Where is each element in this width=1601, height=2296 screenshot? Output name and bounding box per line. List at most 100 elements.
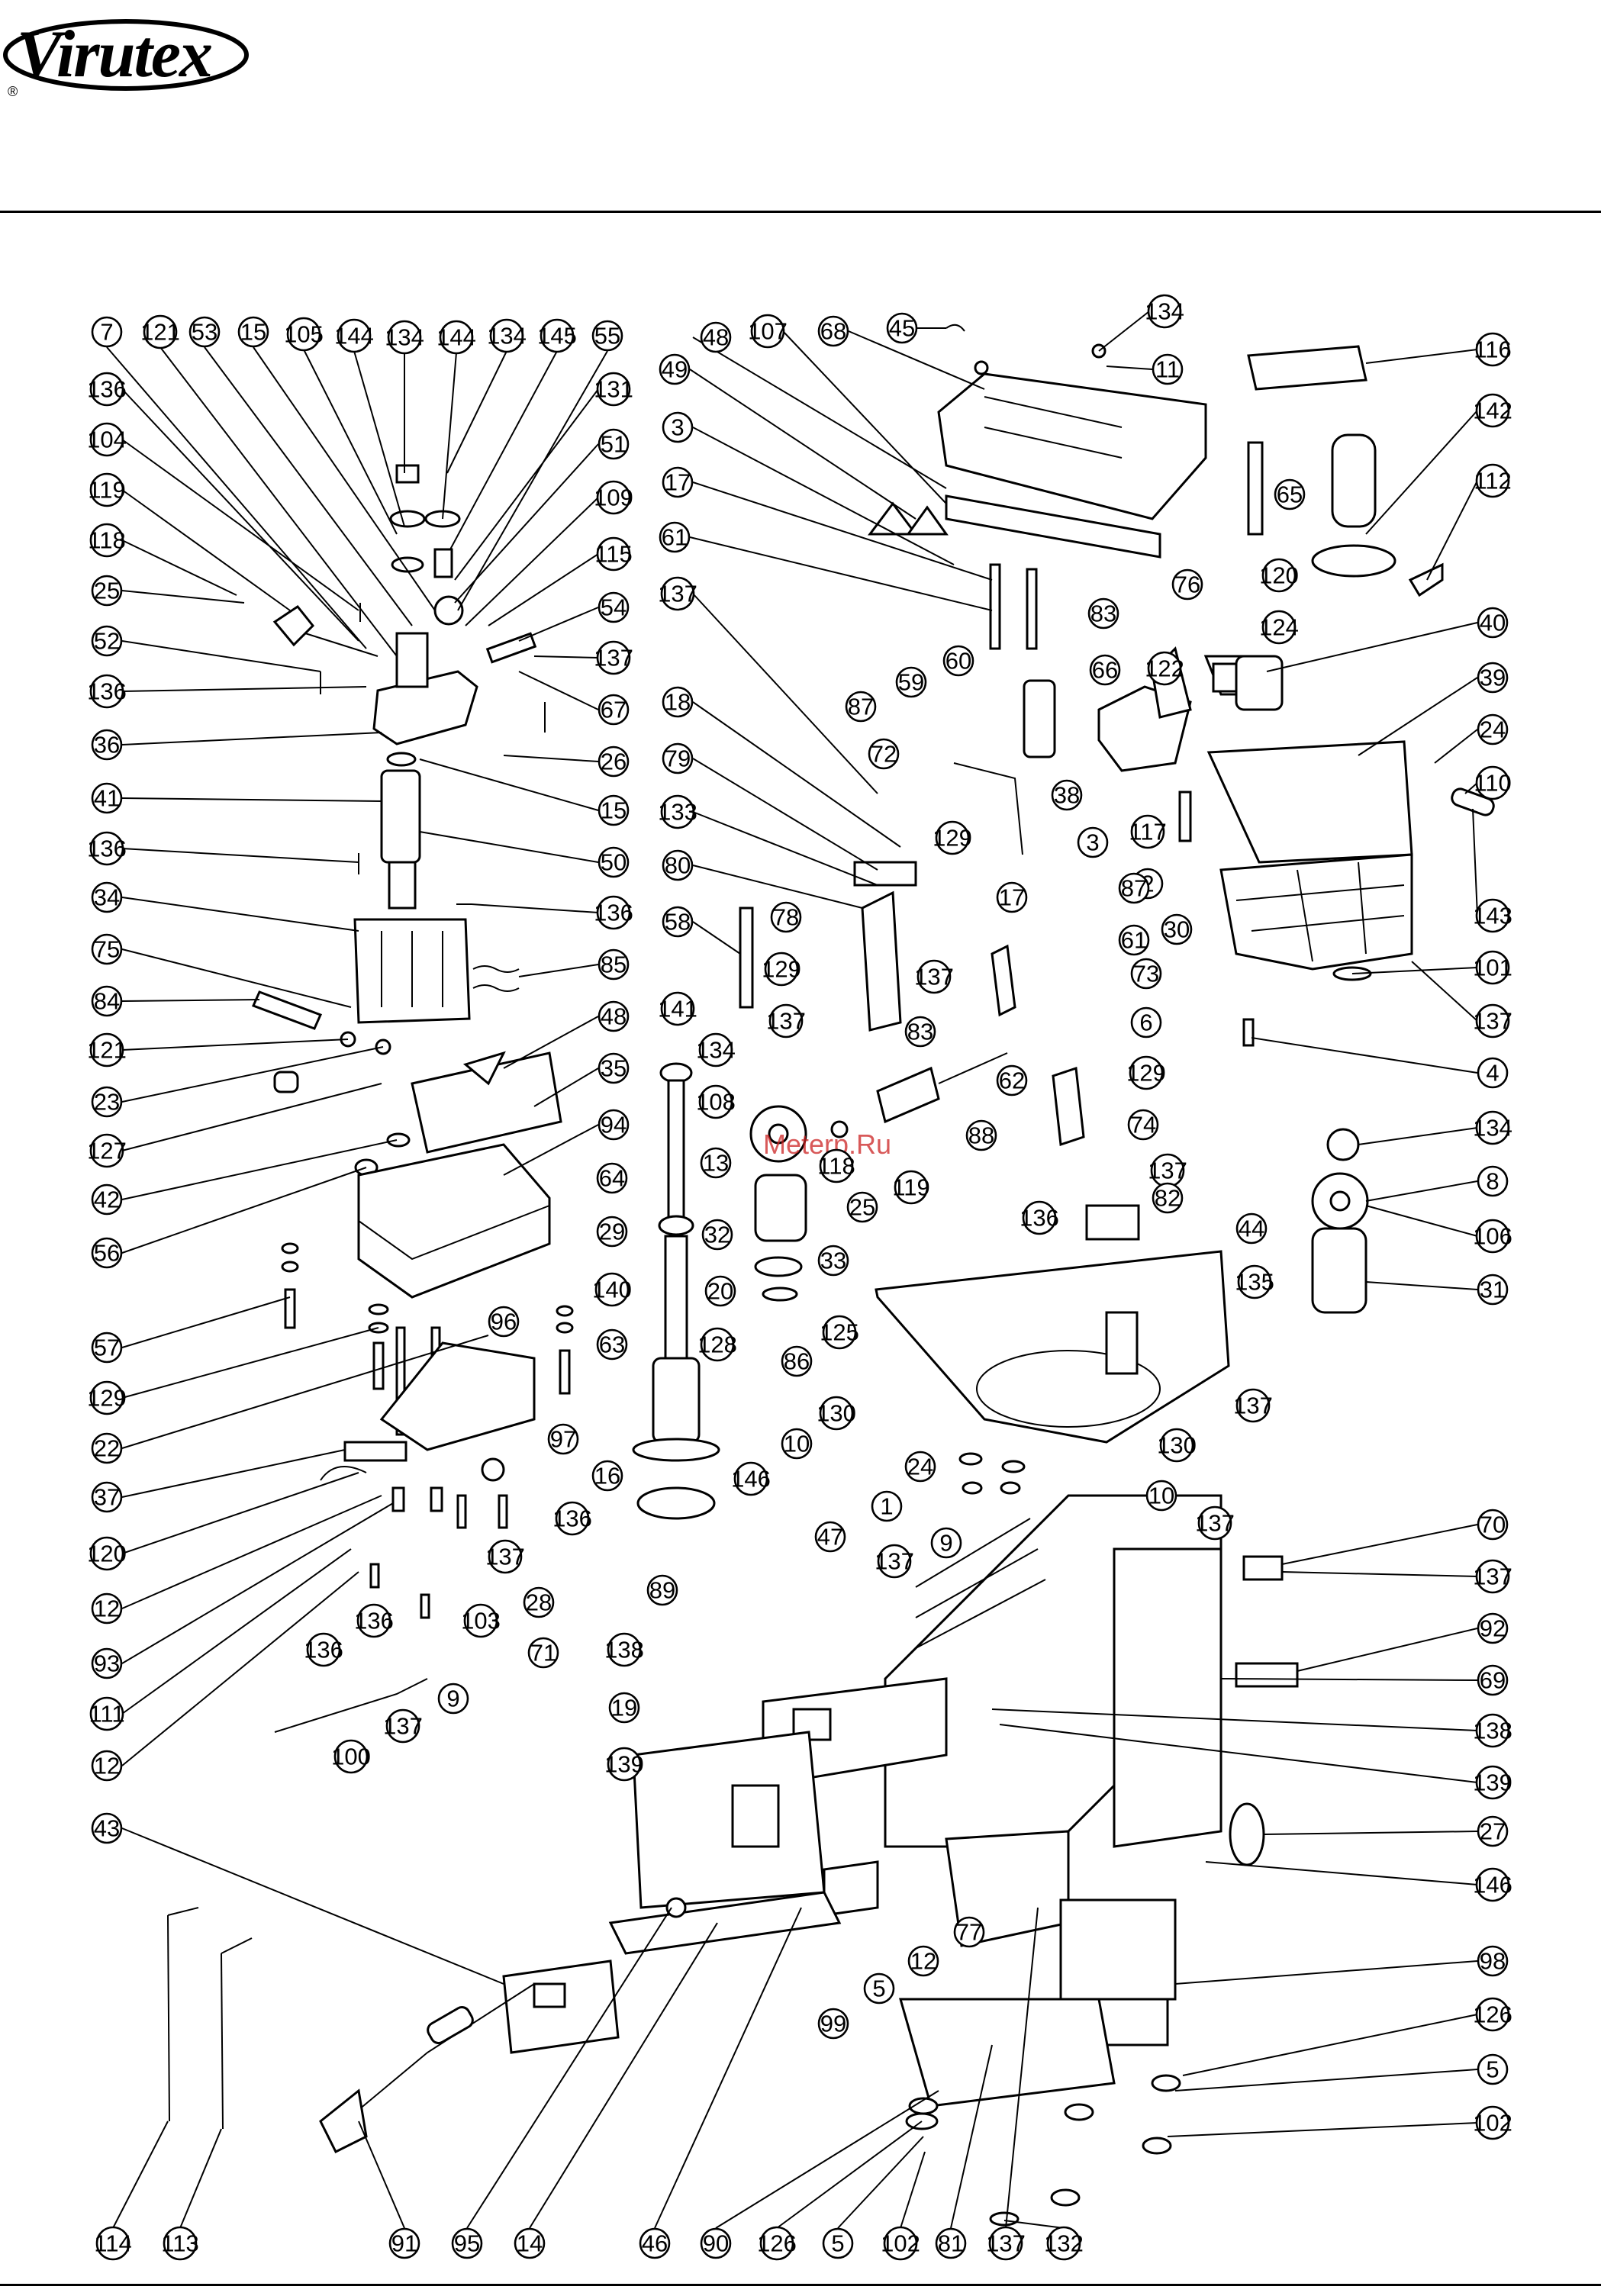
part-callout-42: 42 xyxy=(91,1183,123,1216)
part-callout-145: 145 xyxy=(537,318,577,353)
callout-number: 16 xyxy=(594,1463,620,1489)
washer-part xyxy=(281,1261,299,1273)
part-callout-121: 121 xyxy=(140,314,180,349)
connector-part xyxy=(430,1486,443,1512)
grid-line xyxy=(1251,915,1405,932)
part-callout-118: 118 xyxy=(88,523,126,558)
callout-number: 56 xyxy=(94,1240,120,1267)
spindle-flange-part xyxy=(632,1438,720,1462)
callout-number: 64 xyxy=(599,1165,625,1192)
allen-key-part xyxy=(167,1914,170,2122)
part-callout-130: 130 xyxy=(1157,1428,1197,1463)
part-callout-138: 138 xyxy=(604,1632,644,1667)
callout-number: 33 xyxy=(820,1248,846,1274)
part-callout-24: 24 xyxy=(1477,713,1509,745)
part-callout-136: 136 xyxy=(354,1603,394,1638)
callout-number: 134 xyxy=(487,323,527,349)
callout-number: 103 xyxy=(461,1608,501,1634)
callout-number: 25 xyxy=(94,578,120,604)
callout-number: 137 xyxy=(875,1548,914,1575)
callout-number: 11 xyxy=(1155,356,1180,383)
bottom-plate-part xyxy=(899,1998,1116,2108)
callout-number: 138 xyxy=(1473,1718,1512,1744)
callout-number: 61 xyxy=(1121,927,1147,954)
part-callout-26: 26 xyxy=(598,745,630,778)
callout-number: 65 xyxy=(1277,481,1303,508)
part-callout-5: 5 xyxy=(1477,2053,1509,2085)
callout-number: 75 xyxy=(94,936,120,963)
part-callout-85: 85 xyxy=(598,948,630,981)
callout-number: 70 xyxy=(1480,1512,1506,1538)
cap-part xyxy=(989,2211,1020,2227)
callout-number: 120 xyxy=(1259,562,1299,589)
nut-part xyxy=(962,1481,983,1495)
part-callout-128: 128 xyxy=(697,1327,737,1362)
part-callout-117: 117 xyxy=(1129,814,1167,849)
callout-number: 10 xyxy=(784,1431,810,1457)
part-callout-102: 102 xyxy=(881,2226,920,2261)
part-callout-137: 137 xyxy=(1148,1153,1187,1188)
motor-part xyxy=(754,1174,807,1242)
part-callout-136: 136 xyxy=(552,1501,592,1536)
screw-part xyxy=(938,1052,1008,1084)
part-callout-13: 13 xyxy=(700,1147,732,1179)
callout-number: 41 xyxy=(94,785,120,812)
part-callout-71: 71 xyxy=(527,1637,559,1669)
part-callout-69: 69 xyxy=(1477,1664,1509,1696)
armature-part xyxy=(652,1357,701,1444)
callout-number: 45 xyxy=(889,315,915,342)
part-callout-52: 52 xyxy=(91,625,123,657)
page-header: Virutex ® xyxy=(0,0,1601,214)
logo-text: Virutex xyxy=(17,18,211,92)
part-callout-126: 126 xyxy=(757,2226,797,2261)
part-callout-25: 25 xyxy=(846,1191,878,1223)
motor-shaft-part xyxy=(388,861,417,910)
part-callout-97: 97 xyxy=(547,1423,579,1455)
part-callout-119: 119 xyxy=(88,472,126,507)
left-assembly xyxy=(251,464,574,1733)
part-callout-39: 39 xyxy=(1477,662,1509,694)
callout-number: 137 xyxy=(1473,1008,1512,1035)
nut-part xyxy=(395,464,420,484)
callout-number: 58 xyxy=(665,909,691,935)
callout-number: 54 xyxy=(601,594,627,621)
part-callout-100: 100 xyxy=(331,1739,371,1774)
callout-number: 132 xyxy=(1044,2230,1084,2257)
callout-number: 107 xyxy=(748,318,788,345)
part-callout-58: 58 xyxy=(662,906,694,938)
callout-number: 53 xyxy=(192,319,217,346)
part-callout-3: 3 xyxy=(662,411,694,443)
callout-number: 137 xyxy=(485,1544,525,1570)
terminal-block-part xyxy=(343,1441,407,1462)
column-base-part xyxy=(875,1250,1230,1444)
callout-number: 104 xyxy=(87,427,127,453)
callout-number: 129 xyxy=(87,1385,127,1412)
part-callout-99: 99 xyxy=(817,2008,849,2040)
callout-number: 43 xyxy=(94,1815,120,1842)
motor-part xyxy=(1311,1227,1367,1314)
lower-housing-assembly xyxy=(884,1494,1299,2227)
part-callout-136: 136 xyxy=(87,674,127,709)
callout-number: 28 xyxy=(526,1589,552,1616)
callout-number: 96 xyxy=(491,1309,517,1335)
part-callout-141: 141 xyxy=(658,991,697,1026)
part-callout-10: 10 xyxy=(781,1428,813,1460)
part-callout-1: 1 xyxy=(871,1490,903,1522)
allen-key-part xyxy=(221,1953,224,2130)
part-callout-30: 30 xyxy=(1161,913,1193,945)
knob-part xyxy=(659,1062,693,1084)
callout-number: 85 xyxy=(601,952,627,978)
callout-number: 120 xyxy=(87,1541,127,1567)
callout-number: 128 xyxy=(697,1332,737,1358)
part-callout-15: 15 xyxy=(237,316,269,348)
allen-key-part xyxy=(167,1907,199,1916)
spring-clip-part xyxy=(472,984,520,992)
callout-number: 15 xyxy=(240,319,266,346)
callout-number: 126 xyxy=(1473,2001,1512,2028)
callout-number: 60 xyxy=(945,648,971,675)
part-callout-3: 3 xyxy=(1077,826,1109,858)
part-callout-86: 86 xyxy=(781,1345,813,1377)
part-callout-10: 10 xyxy=(1145,1480,1177,1512)
virutex-logo: Virutex ® xyxy=(3,18,249,99)
base-housing-edge xyxy=(358,1205,550,1261)
